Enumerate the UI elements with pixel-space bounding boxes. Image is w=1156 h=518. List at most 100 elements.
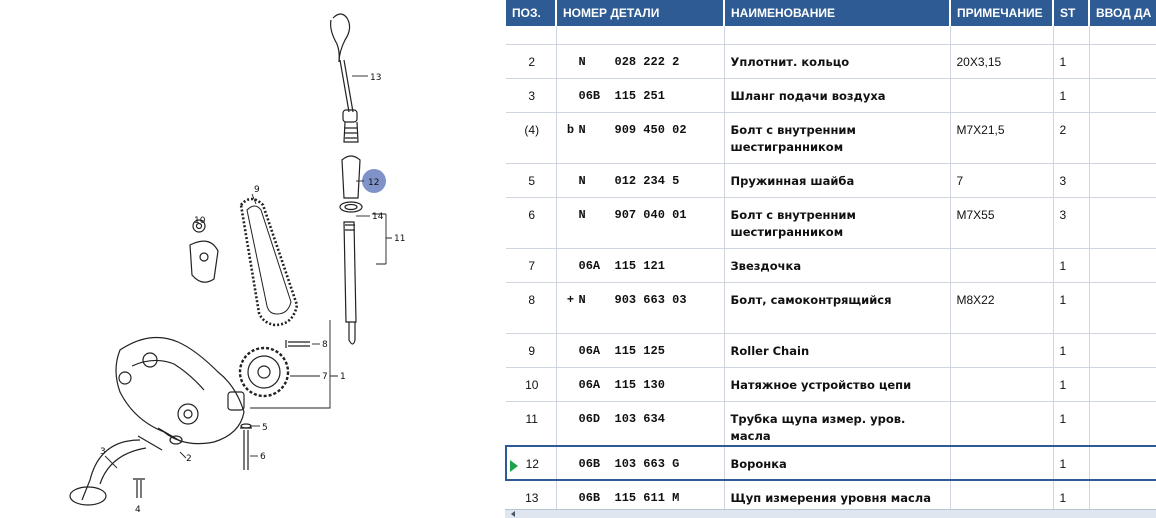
row-part-number: 06A 115 125 <box>578 344 665 358</box>
o-ring-2 <box>169 435 183 445</box>
row-name: Натяжное устройство цепи <box>724 367 951 402</box>
row-input-cell[interactable] <box>1089 282 1156 334</box>
row-st: 2 <box>1053 112 1090 164</box>
roller-chain <box>239 197 299 327</box>
row-input-cell[interactable] <box>1089 367 1156 402</box>
callout-11[interactable]: 11 <box>394 234 405 244</box>
row-st: 1 <box>1053 445 1090 481</box>
row-name: Болт, самоконтрящийся <box>724 282 951 334</box>
row-st: 1 <box>1053 333 1090 368</box>
row-part-number: N 909 450 02 <box>578 123 687 137</box>
row-pos: 13 <box>506 480 557 515</box>
callout-12[interactable]: 12 <box>368 178 379 188</box>
header-st[interactable]: ST <box>1053 0 1090 26</box>
callout-14[interactable]: 14 <box>372 212 384 222</box>
table-row[interactable]: 8 +N 903 663 03 Болт, самоконтрящийся M8… <box>506 282 1156 334</box>
callout-1[interactable]: 1 <box>340 372 346 382</box>
callout-8[interactable]: 8 <box>322 340 328 350</box>
table-header-row: ПОЗ. НОМЕР ДЕТАЛИ НАИМЕНОВАНИЕ ПРИМЕЧАНИ… <box>506 0 1156 26</box>
row-name: Болт с внутренним шестигранником <box>724 197 951 249</box>
dipstick-handle <box>332 13 351 63</box>
row-part-number: 06B 115 251 <box>578 89 665 103</box>
row-name: Звездочка <box>724 248 951 283</box>
row-pos: 8 <box>506 282 557 334</box>
row-part-number: N 028 222 2 <box>578 55 680 69</box>
callout-13[interactable]: 13 <box>370 73 381 83</box>
table-row[interactable]: 9 06A 115 125 Roller Chain 1 <box>506 333 1156 368</box>
row-input-cell[interactable] <box>1089 333 1156 368</box>
row-input-cell[interactable] <box>1089 112 1156 164</box>
chain-tensioner <box>189 240 219 283</box>
callout-4[interactable]: 4 <box>135 505 141 515</box>
bolt-8 <box>285 340 310 348</box>
row-pos: 6 <box>506 197 557 249</box>
row-pos: 9 <box>506 333 557 368</box>
header-note[interactable]: ПРИМЕЧАНИЕ <box>950 0 1054 26</box>
callout-10[interactable]: 10 <box>194 216 206 226</box>
table-row[interactable]: 3 06B 115 251 Шланг подачи воздуха 1 <box>506 78 1156 113</box>
table-row[interactable]: 11 06D 103 634 Трубка щупа измер. уров. … <box>506 401 1156 447</box>
row-input-cell[interactable] <box>1089 163 1156 198</box>
row-input-cell[interactable] <box>1089 401 1156 447</box>
row-name: Roller Chain <box>724 333 951 368</box>
row-part-number: 06D 103 634 <box>578 412 665 426</box>
callout-5[interactable]: 5 <box>262 423 268 433</box>
seal-ring <box>339 201 363 213</box>
row-part-number: 06A 115 121 <box>578 259 665 273</box>
row-input-cell[interactable] <box>1089 44 1156 79</box>
sprocket <box>238 346 290 398</box>
callout-6[interactable]: 6 <box>260 452 266 462</box>
row-st: 1 <box>1053 44 1090 79</box>
row-st: 1 <box>1053 248 1090 283</box>
header-name[interactable]: НАИМЕНОВАНИЕ <box>724 0 951 26</box>
row-note: M8X22 <box>950 282 1054 334</box>
row-input-cell[interactable] <box>1089 248 1156 283</box>
row-pos: (4) <box>506 112 557 164</box>
row-input-cell[interactable] <box>1089 197 1156 249</box>
scroll-left-arrow-icon[interactable] <box>511 511 515 517</box>
callout-7[interactable]: 7 <box>322 372 328 382</box>
table-row[interactable]: 13 06B 115 611 M Щуп измерения уровня ма… <box>506 480 1156 515</box>
table-row[interactable]: 5 N 012 234 5 Пружинная шайба 7 3 <box>506 163 1156 198</box>
row-pos: 3 <box>506 78 557 113</box>
diagram-canvas: 13 12 14 11 9 10 8 7 1 5 6 3 2 4 <box>69 13 405 515</box>
washer-5 <box>240 423 252 429</box>
header-part-number[interactable]: НОМЕР ДЕТАЛИ <box>556 0 725 26</box>
table-row[interactable]: 6 N 907 040 01 Болт с внутренним шестигр… <box>506 197 1156 249</box>
row-note: M7X55 <box>950 197 1054 249</box>
row-note <box>950 401 1054 447</box>
selected-row-arrow-icon <box>510 460 518 472</box>
row-part-number: N 012 234 5 <box>578 174 680 188</box>
row-st: 1 <box>1053 367 1090 402</box>
row-st: 1 <box>1053 282 1090 334</box>
row-input-cell[interactable] <box>1089 445 1156 481</box>
row-name: Трубка щупа измер. уров. масла <box>724 401 951 447</box>
intake-pipe <box>81 439 147 501</box>
row-name: Пружинная шайба <box>724 163 951 198</box>
row-name: Уплотнит. кольцо <box>724 44 951 79</box>
table-row-selected[interactable]: 12 06B 103 663 G Воронка 1 <box>505 445 1156 481</box>
table-row[interactable]: 7 06A 115 121 Звездочка 1 <box>506 248 1156 283</box>
row-pos: 5 <box>506 163 557 198</box>
header-pos[interactable]: ПОЗ. <box>506 0 557 26</box>
table-row[interactable]: 10 06A 115 130 Натяжное устройство цепи … <box>506 367 1156 402</box>
row-pos: 12 <box>525 457 539 471</box>
horizontal-scrollbar[interactable] <box>505 509 1156 518</box>
callout-3[interactable]: 3 <box>100 447 106 457</box>
callout-highlight-12[interactable] <box>362 169 386 193</box>
row-part-number: 06B 115 611 M <box>578 491 680 505</box>
table-row[interactable]: 2 N 028 222 2 Уплотнит. кольцо 20X3,15 1 <box>506 44 1156 79</box>
row-part-number: 06B 103 663 G <box>578 457 680 471</box>
row-flag: + <box>566 293 575 307</box>
callout-2[interactable]: 2 <box>186 454 192 464</box>
row-pos: 2 <box>506 44 557 79</box>
row-st: 3 <box>1053 163 1090 198</box>
row-st: 1 <box>1053 78 1090 113</box>
row-input-cell[interactable] <box>1089 78 1156 113</box>
guide-tube <box>343 221 357 323</box>
header-input[interactable]: ВВОД ДА <box>1089 0 1156 26</box>
parts-diagram[interactable]: 13 12 14 11 9 10 8 7 1 5 6 3 2 4 <box>0 0 505 517</box>
callout-9[interactable]: 9 <box>254 185 260 195</box>
row-input-cell[interactable] <box>1089 480 1156 515</box>
